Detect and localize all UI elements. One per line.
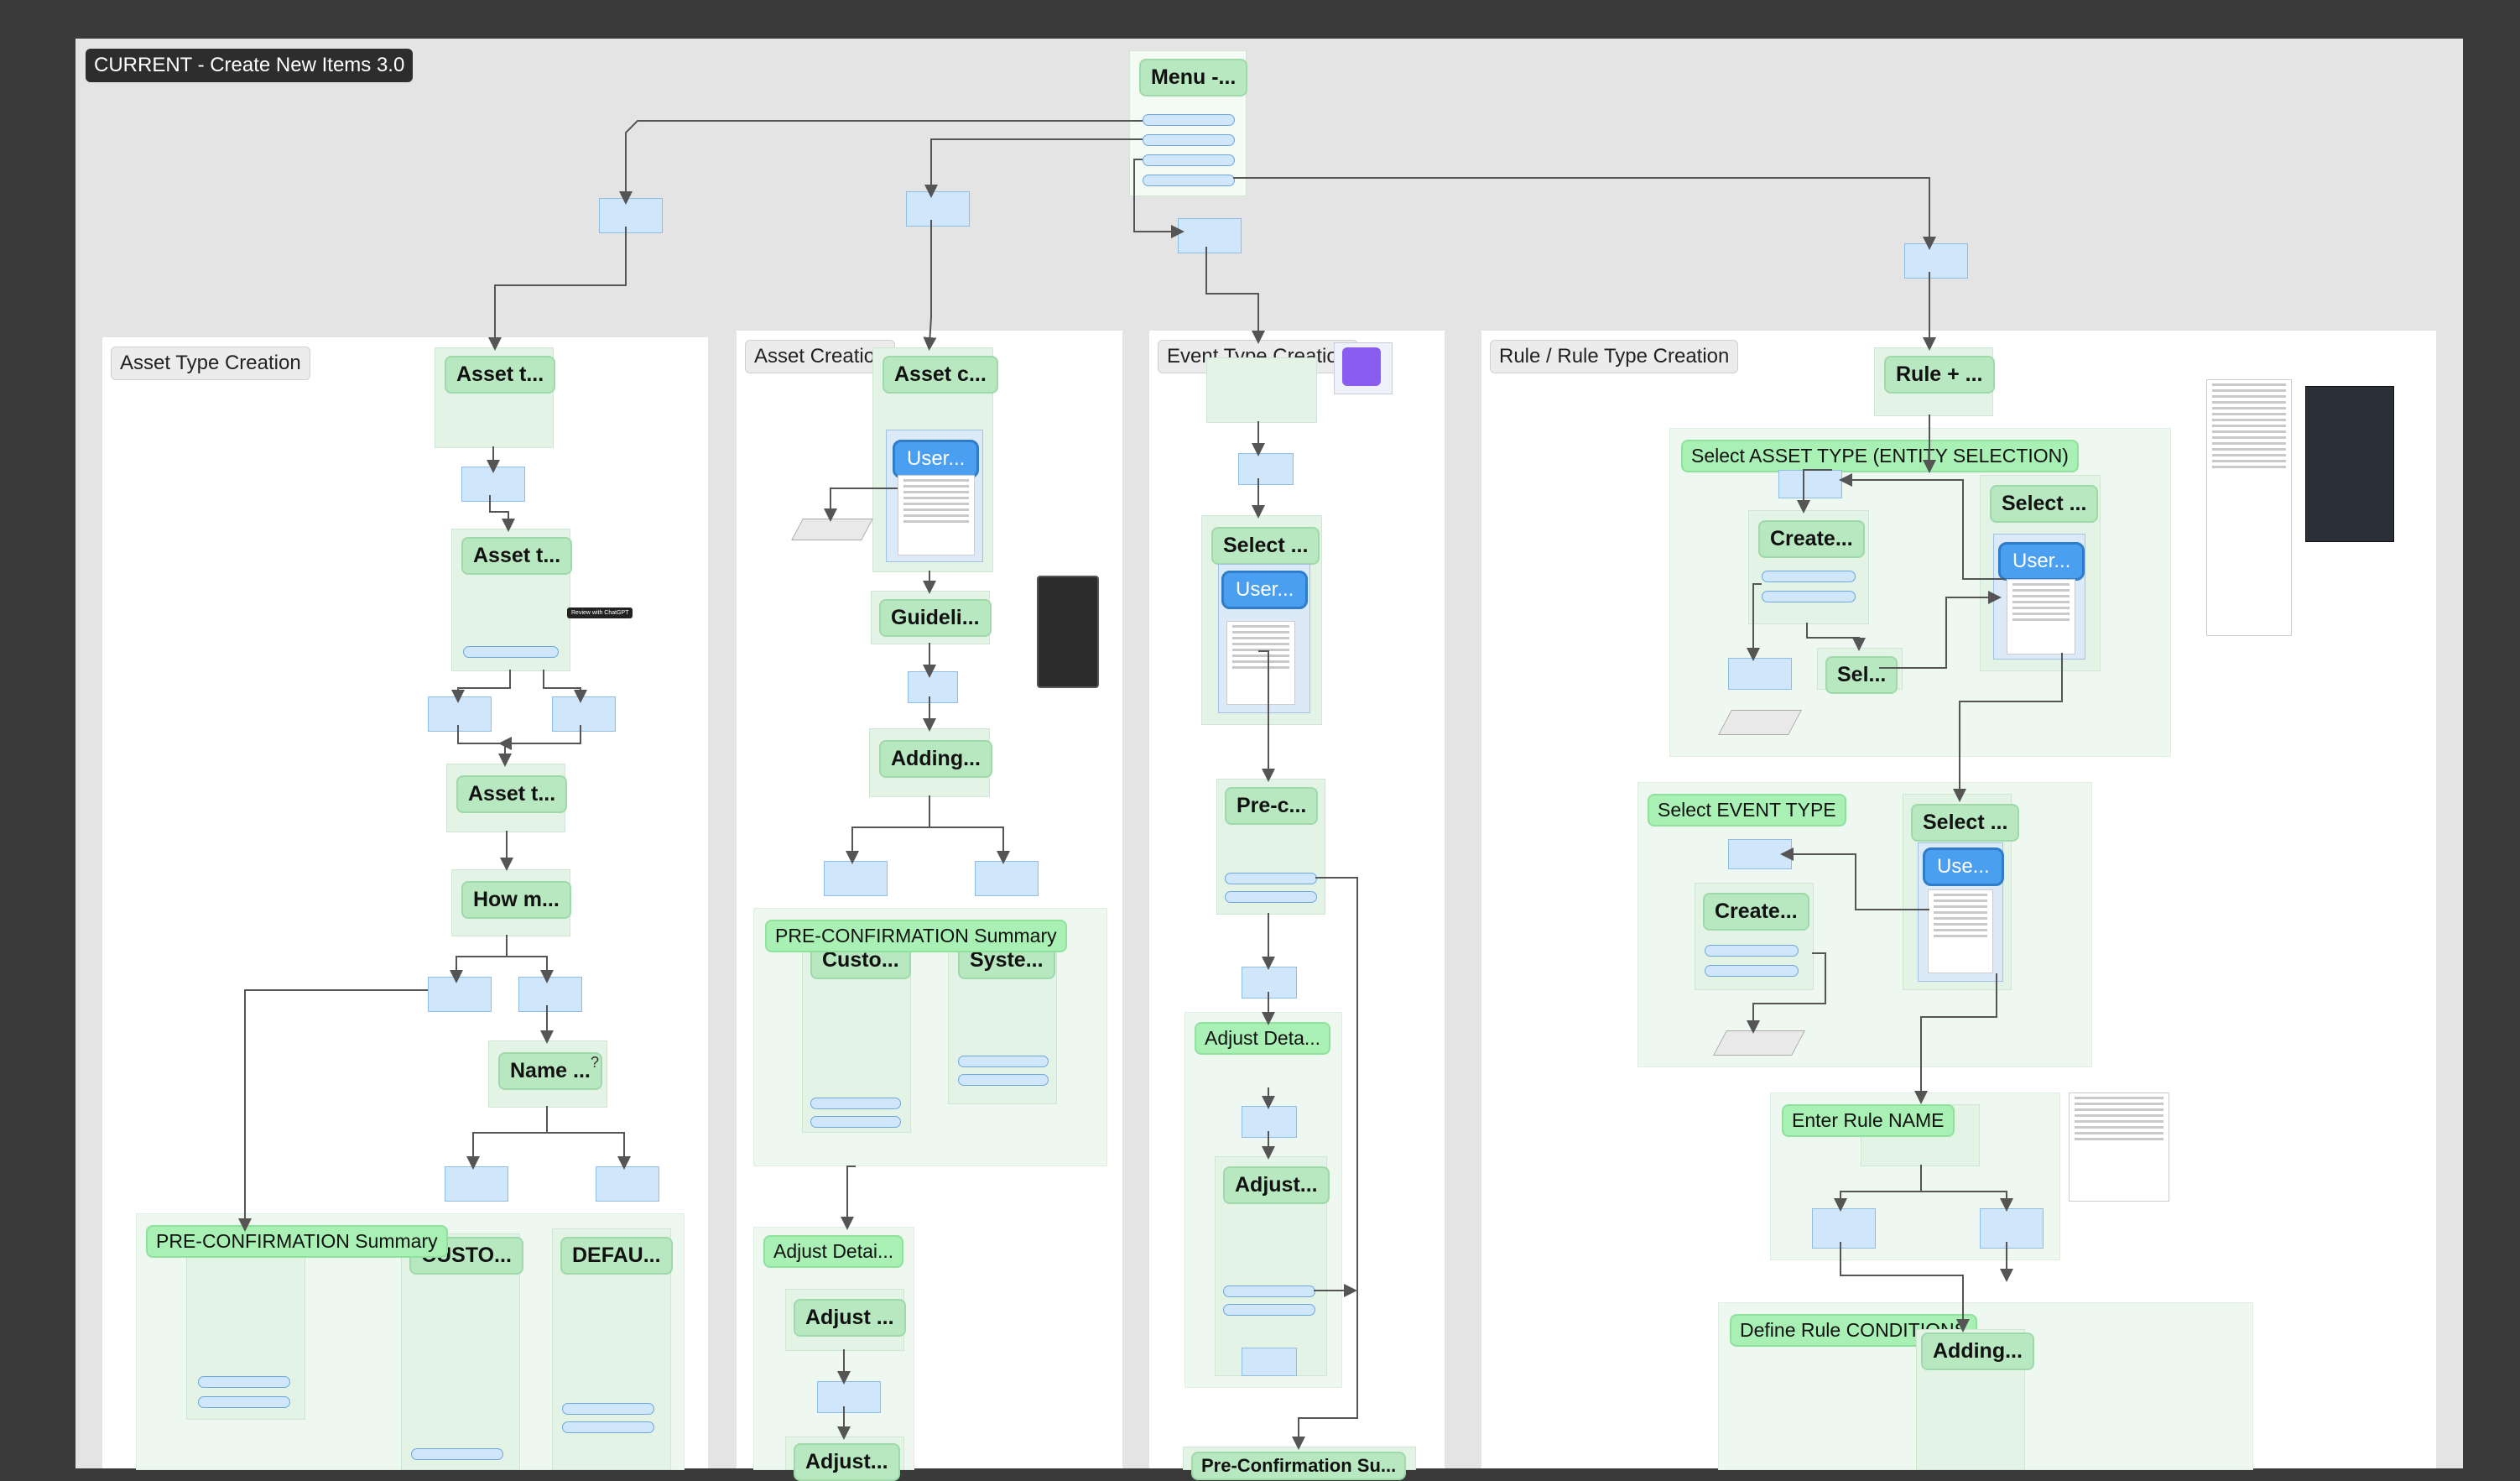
rule-adding-step: Adding... xyxy=(1921,1332,2034,1370)
user-note xyxy=(428,977,492,1012)
adjust-pill[interactable] xyxy=(1223,1304,1315,1316)
asset-type-step-4: How m... xyxy=(461,881,571,919)
rule-use-list xyxy=(1928,889,1993,973)
adjust-pill[interactable] xyxy=(562,1421,654,1433)
asset-type-step-1: Asset t... xyxy=(445,356,556,394)
event-preconf-step: Pre-c... xyxy=(1225,787,1319,825)
user-note xyxy=(1178,218,1242,253)
section-label-asset-type: Asset Type Creation xyxy=(111,347,310,380)
create-pill[interactable] xyxy=(1705,945,1799,957)
menu-option[interactable] xyxy=(1143,175,1235,186)
confirm-pill[interactable] xyxy=(958,1056,1049,1067)
user-note xyxy=(445,1166,508,1202)
event-thumbnail-image xyxy=(1342,347,1381,386)
asset-preconf-label: PRE-CONFIRMATION Summary xyxy=(765,920,1067,952)
default-step: DEFAU... xyxy=(560,1237,673,1275)
confirm-pill[interactable] xyxy=(562,1403,654,1415)
rule-user-box[interactable]: User... xyxy=(1998,542,2085,581)
event-user-box[interactable]: User... xyxy=(1221,571,1309,609)
rule-use-box[interactable]: Use... xyxy=(1923,847,2004,886)
rule-name-label: Enter Rule NAME xyxy=(1782,1104,1955,1137)
adjust-pill[interactable] xyxy=(958,1074,1049,1086)
rule-select2-step: Select ... xyxy=(1911,804,2020,842)
user-note xyxy=(1904,243,1968,279)
menu-option[interactable] xyxy=(1143,114,1235,126)
review-tooltip: Review with ChatGPT xyxy=(567,608,633,618)
asset-type-step-3: Asset t... xyxy=(456,775,568,813)
event-adjust-step: Adjust... xyxy=(1223,1166,1330,1204)
user-note xyxy=(1980,1208,2044,1249)
asset-type-step-2: Asset t... xyxy=(461,537,573,575)
help-icon: ? xyxy=(591,1054,600,1071)
asset-step-3: Adding... xyxy=(879,740,992,778)
user-note xyxy=(975,861,1039,896)
event-select-step: Select ... xyxy=(1211,527,1320,565)
adjust-pill[interactable] xyxy=(810,1116,901,1128)
phone-mockup xyxy=(1037,576,1099,688)
menu-title: Menu -... xyxy=(1139,59,1248,96)
preconf-group-label: PRE-CONFIRMATION Summary xyxy=(146,1225,448,1258)
rule-select-step: Select ... xyxy=(1990,485,2099,523)
rule-create-step: Create... xyxy=(1758,520,1865,558)
asset-step-1: Asset c... xyxy=(883,356,998,394)
user-note xyxy=(1778,470,1842,498)
event-adjust-label: Adjust Deta... xyxy=(1195,1022,1331,1055)
adjust-pill[interactable] xyxy=(1225,891,1317,903)
user-note xyxy=(824,861,888,896)
asset-adjust-step-1: Adjust ... xyxy=(794,1299,906,1337)
menu-option[interactable] xyxy=(1143,154,1235,166)
event-type-step-frame[interactable] xyxy=(1206,357,1317,423)
rule-event-label: Select EVENT TYPE xyxy=(1648,794,1846,827)
user-note xyxy=(906,191,970,227)
create-pill[interactable] xyxy=(1762,571,1856,582)
confirm-pill[interactable] xyxy=(198,1376,290,1388)
rule-user-list xyxy=(2007,579,2075,654)
rule-create2-step: Create... xyxy=(1703,893,1809,931)
cancel-pill[interactable] xyxy=(1705,965,1799,977)
rule-asset-label: Select ASSET TYPE (ENTITY SELECTION) xyxy=(1681,440,2079,472)
screenshot-thumbnail xyxy=(2206,379,2292,636)
section-label-rule: Rule / Rule Type Creation xyxy=(1490,340,1739,373)
confirm-pill[interactable] xyxy=(810,1098,901,1109)
user-note xyxy=(1728,658,1792,690)
adjust-pill[interactable] xyxy=(198,1396,290,1408)
rule-sel-step: Sel... xyxy=(1825,656,1898,694)
board-title: CURRENT - Create New Items 3.0 xyxy=(86,49,414,82)
menu-option[interactable] xyxy=(1143,134,1235,146)
preconf-card[interactable] xyxy=(186,1233,305,1420)
add-attribute-pill[interactable] xyxy=(463,646,559,658)
confirm-pill[interactable] xyxy=(411,1448,503,1460)
screenshot-thumbnail xyxy=(2069,1092,2169,1202)
asset-user-box[interactable]: User... xyxy=(893,440,980,478)
section-label-asset: Asset Creation xyxy=(745,340,896,373)
asset-user-list xyxy=(898,475,975,555)
asset-type-step-5: Name ... xyxy=(498,1052,602,1090)
user-note xyxy=(1242,1348,1297,1376)
asset-step-2: Guideli... xyxy=(879,599,992,637)
event-user-list xyxy=(1226,621,1295,705)
asset-adjust-label: Adjust Detai... xyxy=(763,1235,904,1268)
user-note xyxy=(1812,1208,1876,1249)
user-note xyxy=(817,1381,881,1413)
cancel-pill[interactable] xyxy=(1762,591,1856,602)
rule-top-step: Rule + ... xyxy=(1884,356,1995,394)
screenshot-thumbnail-dark xyxy=(2305,386,2394,542)
user-note xyxy=(1238,453,1294,485)
